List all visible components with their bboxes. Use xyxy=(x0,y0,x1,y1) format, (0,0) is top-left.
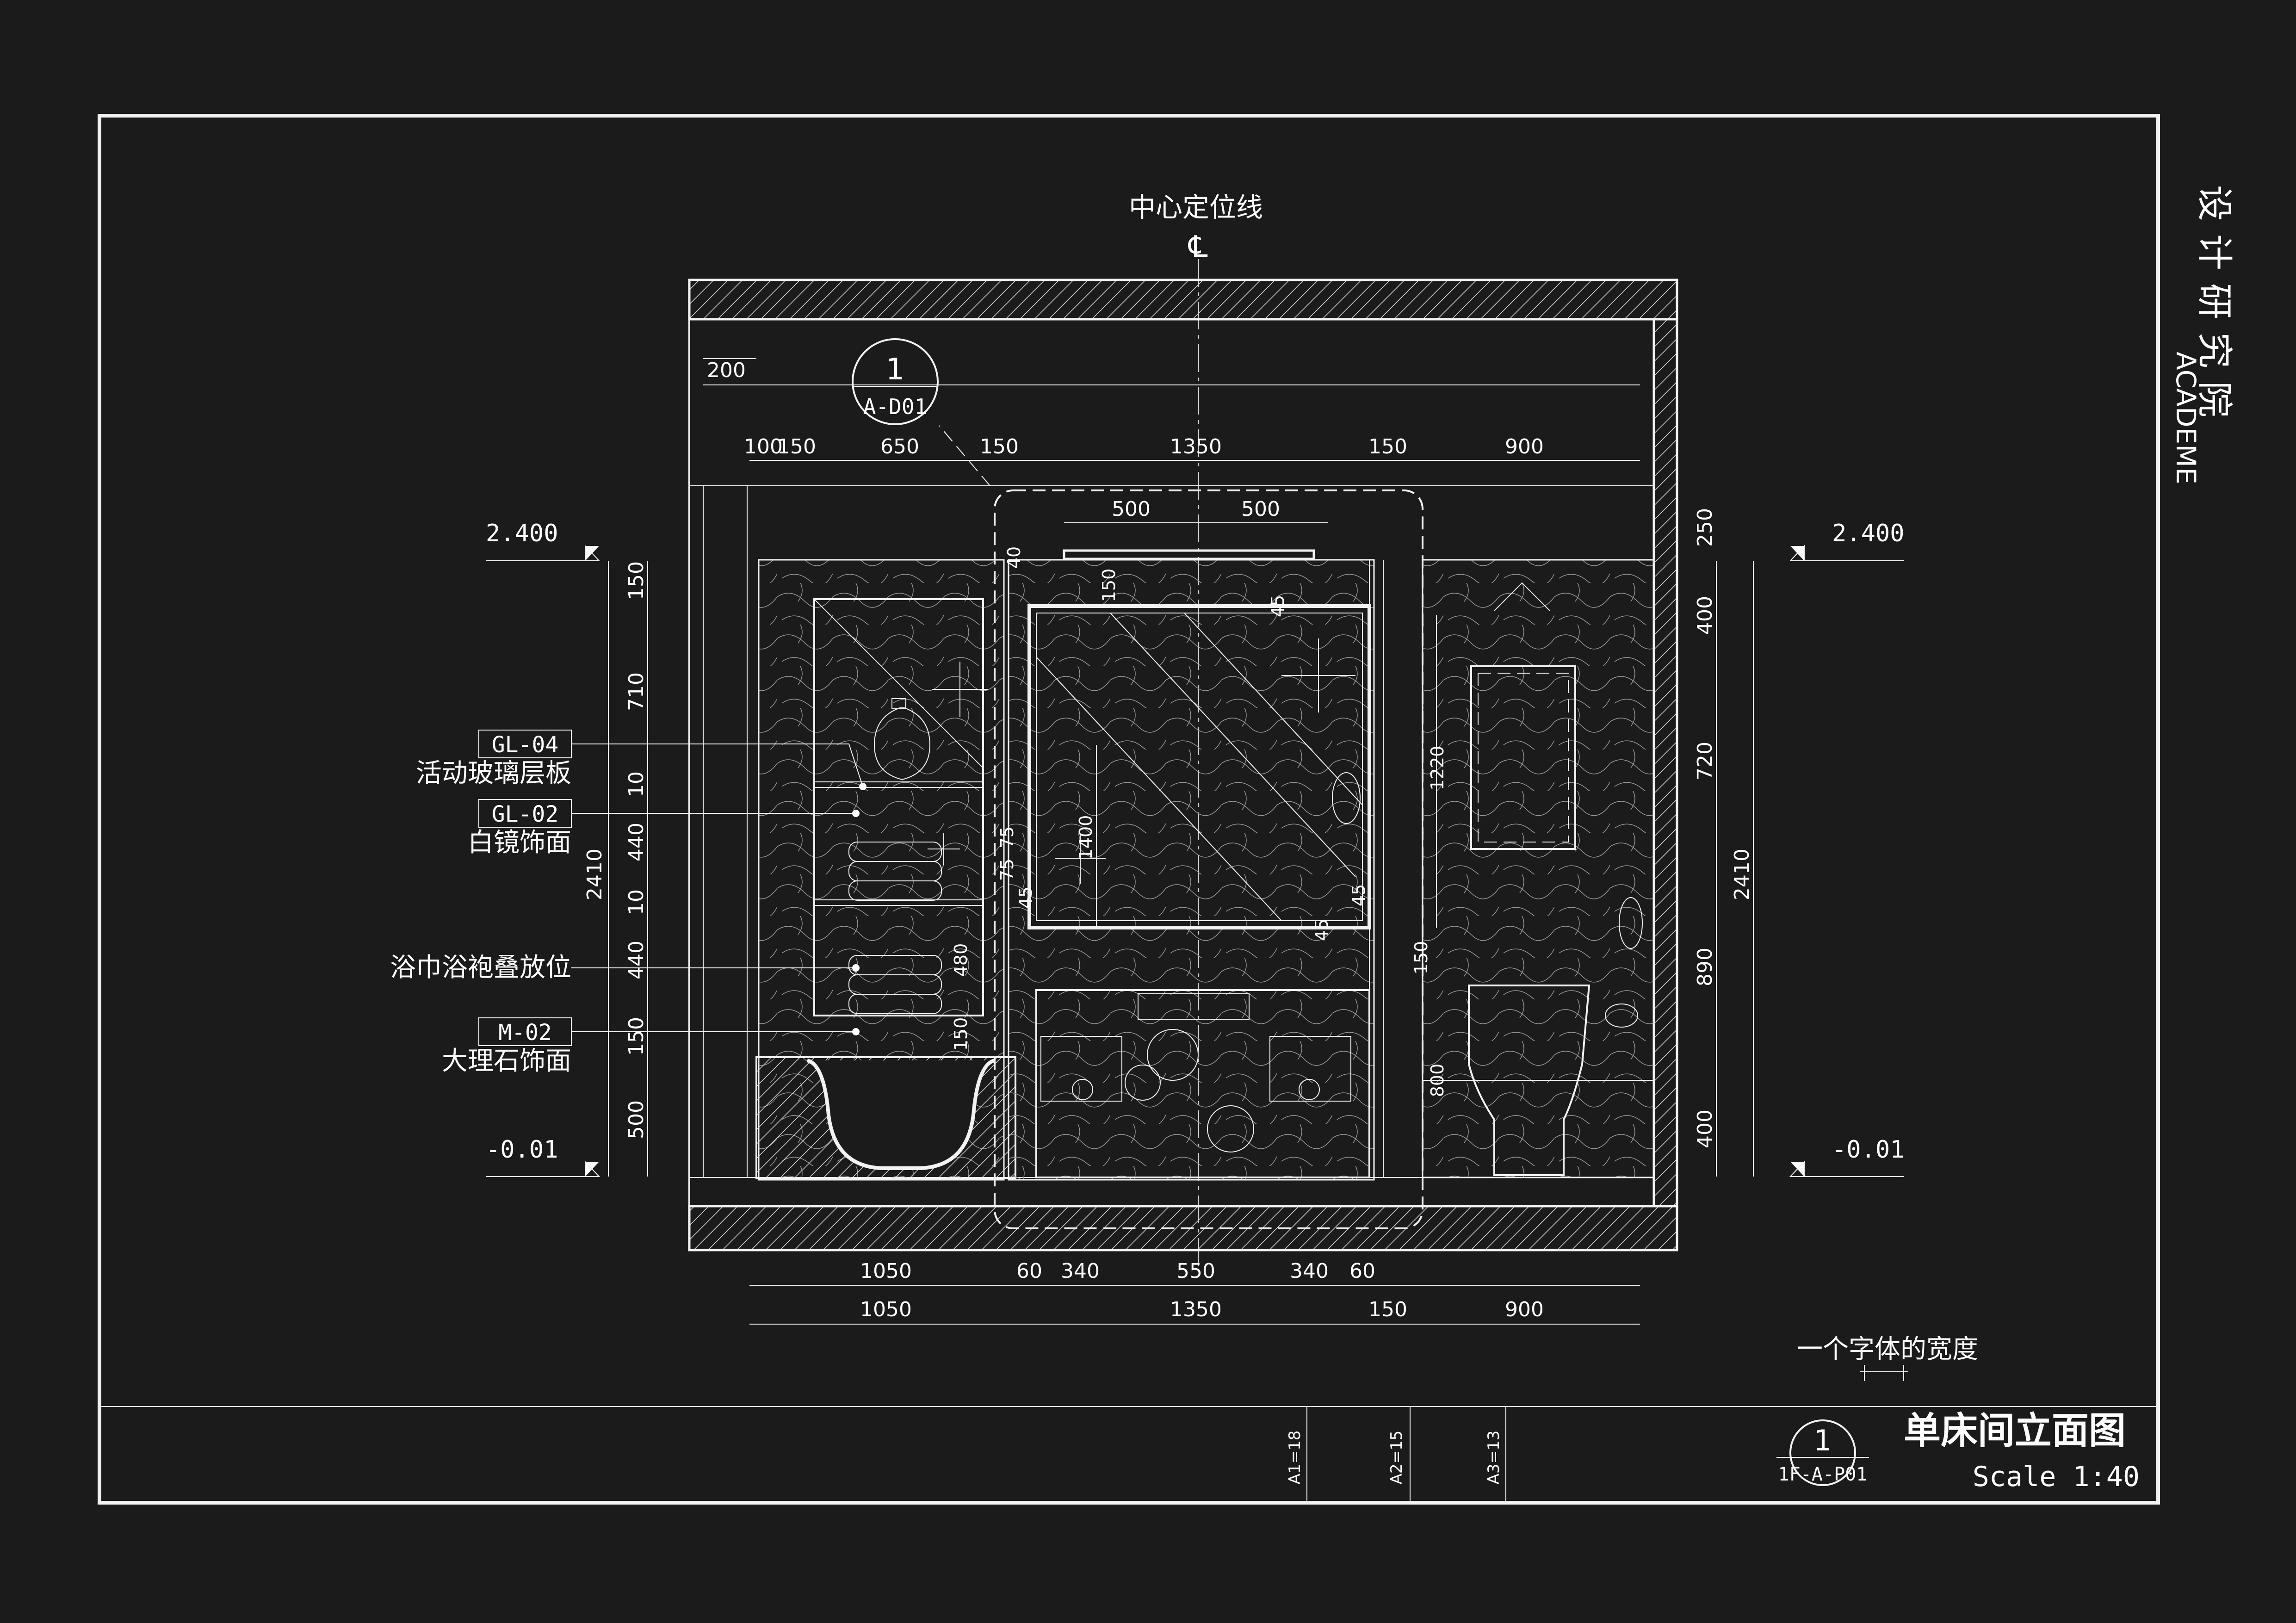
dim-text: 75 xyxy=(997,826,1017,849)
dim-text: 100 xyxy=(744,435,783,458)
drawing-title: 单床间立面图 xyxy=(1904,1409,2126,1452)
dimension-bottom: 1050 60 340 550 340 60 1050 1350 150 900 xyxy=(749,1259,1640,1325)
callout-desc: 活动玻璃层板 xyxy=(416,758,571,788)
bathtub xyxy=(755,1056,1016,1179)
level-top-right-label: 2.400 xyxy=(1832,520,1905,547)
dimension-right: 250 400 720 890 400 2410 xyxy=(1693,508,1754,1177)
sheet-frame xyxy=(98,114,2160,1505)
level-bottom-right-label: -0.01 xyxy=(1832,1136,1905,1164)
level-bottom-left-label: -0.01 xyxy=(486,1136,558,1164)
level-tag-top-right: 2.400 xyxy=(1789,520,1905,561)
floral-motif-icon xyxy=(1125,1029,1254,1152)
dimension-inner: 40 150 45 75 75 45 1400 480 150 45 45 12… xyxy=(951,546,1448,1097)
dim-text: 550 xyxy=(1176,1259,1215,1283)
dim-text: 500 xyxy=(1241,497,1280,521)
org-name-cn: 设计研究院 xyxy=(2193,185,2235,430)
dim-text: 45 xyxy=(1349,884,1369,906)
dim-text: 60 xyxy=(1016,1259,1042,1283)
dim-text: 150 xyxy=(625,1017,648,1056)
material-callouts: GL-04 活动玻璃层板 GL-02 白镜饰面 浴巾浴袍叠放位 M-02 大理石… xyxy=(390,730,866,1076)
dim-text: 2410 xyxy=(583,849,606,900)
callout-desc: 浴巾浴袍叠放位 xyxy=(390,953,571,983)
level-tag-bottom-left: -0.01 xyxy=(486,1136,600,1177)
dimension-top: 200 100 150 650 150 1350 150 900 500 500 xyxy=(703,358,1640,523)
dim-text: 340 xyxy=(1061,1259,1100,1283)
detail-ref-sheet: A-D01 xyxy=(863,394,927,419)
dim-text: 720 xyxy=(1693,742,1717,781)
callout-desc: 白镜饰面 xyxy=(468,828,571,858)
dim-text: 650 xyxy=(880,435,919,458)
dim-text: 45 xyxy=(1312,919,1332,941)
callout-code: M-02 xyxy=(498,1020,552,1046)
level-tag-bottom-right: -0.01 xyxy=(1789,1136,1905,1177)
dim-text: 10 xyxy=(625,889,648,915)
center-line-symbol: ℄ xyxy=(1188,230,1207,264)
dim-text: 40 xyxy=(1004,546,1024,569)
detail-ref-number: 1 xyxy=(886,353,905,387)
size-label: A3=13 xyxy=(1485,1431,1503,1485)
dim-text: 150 xyxy=(1368,435,1407,458)
vanity-mirror xyxy=(1008,549,1384,1181)
dim-text: 500 xyxy=(625,1100,648,1139)
room-shell xyxy=(688,279,1678,1251)
size-label: A1=18 xyxy=(1286,1431,1304,1485)
title-block: A1=18 A2=15 A3=13 1 1F-A-P01 单床间立面图 Scal… xyxy=(1286,1409,2140,1493)
dim-text: 710 xyxy=(625,672,648,711)
dim-text: 1350 xyxy=(1170,1298,1222,1321)
font-width-note: 一个字体的宽度 xyxy=(1797,1334,1978,1381)
dim-text: 400 xyxy=(1693,1109,1717,1148)
center-line-label: 中心定位线 xyxy=(1129,192,1263,223)
dim-text: 1050 xyxy=(860,1298,912,1321)
dim-text: 2410 xyxy=(1730,849,1754,900)
callout-code: GL-02 xyxy=(492,801,559,827)
toilet-zone xyxy=(1422,559,1655,1178)
dim-text: 1220 xyxy=(1427,746,1448,791)
title-ref-number: 1 xyxy=(1813,1424,1832,1457)
dim-text: 400 xyxy=(1693,596,1717,635)
dim-text: 45 xyxy=(1015,886,1036,909)
dim-text: 150 xyxy=(951,1017,971,1051)
detail-reference-tag: 1 A-D01 xyxy=(852,338,939,425)
dim-text: 150 xyxy=(777,435,816,458)
dim-text: 1350 xyxy=(1170,435,1222,458)
dim-text: 1400 xyxy=(1076,815,1096,860)
font-width-note-text: 一个字体的宽度 xyxy=(1797,1334,1978,1364)
level-top-left-label: 2.400 xyxy=(486,520,558,547)
dim-text: 150 xyxy=(1411,941,1431,975)
dim-text: 800 xyxy=(1427,1064,1448,1097)
dim-text: 10 xyxy=(625,771,648,797)
dim-text: 890 xyxy=(1693,948,1717,986)
dim-text: 150 xyxy=(625,561,648,600)
dim-text: 75 xyxy=(997,859,1017,881)
dimension-left: 2410 150 710 10 440 10 440 150 500 xyxy=(583,561,648,1177)
level-tag-top-left: 2.400 xyxy=(486,520,600,561)
org-name-en: ACADEME xyxy=(2170,352,2202,484)
dim-text: 45 xyxy=(1268,595,1288,617)
dim-text: 150 xyxy=(1368,1298,1407,1321)
dim-text: 60 xyxy=(1349,1259,1375,1283)
dim-text: 1050 xyxy=(860,1259,912,1283)
org-title: 设计研究院 ACADEME xyxy=(2170,185,2235,484)
title-ref-sheet: 1F-A-P01 xyxy=(1778,1464,1868,1485)
drawing-scale: Scale 1:40 xyxy=(1973,1461,2140,1493)
dim-text: 900 xyxy=(1505,1298,1544,1321)
dim-text: 900 xyxy=(1505,435,1544,458)
callout-code: GL-04 xyxy=(492,732,559,758)
dim-text: 250 xyxy=(1693,508,1717,547)
dim-text: 500 xyxy=(1112,497,1151,521)
dim-text: 200 xyxy=(707,359,746,382)
size-label: A2=15 xyxy=(1387,1431,1406,1485)
callout-desc: 大理石饰面 xyxy=(442,1046,571,1076)
dim-text: 440 xyxy=(625,823,648,861)
dim-text: 340 xyxy=(1290,1259,1329,1283)
dim-text: 150 xyxy=(980,435,1019,458)
dim-text: 480 xyxy=(951,943,971,977)
dim-text: 440 xyxy=(625,941,648,979)
dim-text: 150 xyxy=(1099,569,1119,602)
